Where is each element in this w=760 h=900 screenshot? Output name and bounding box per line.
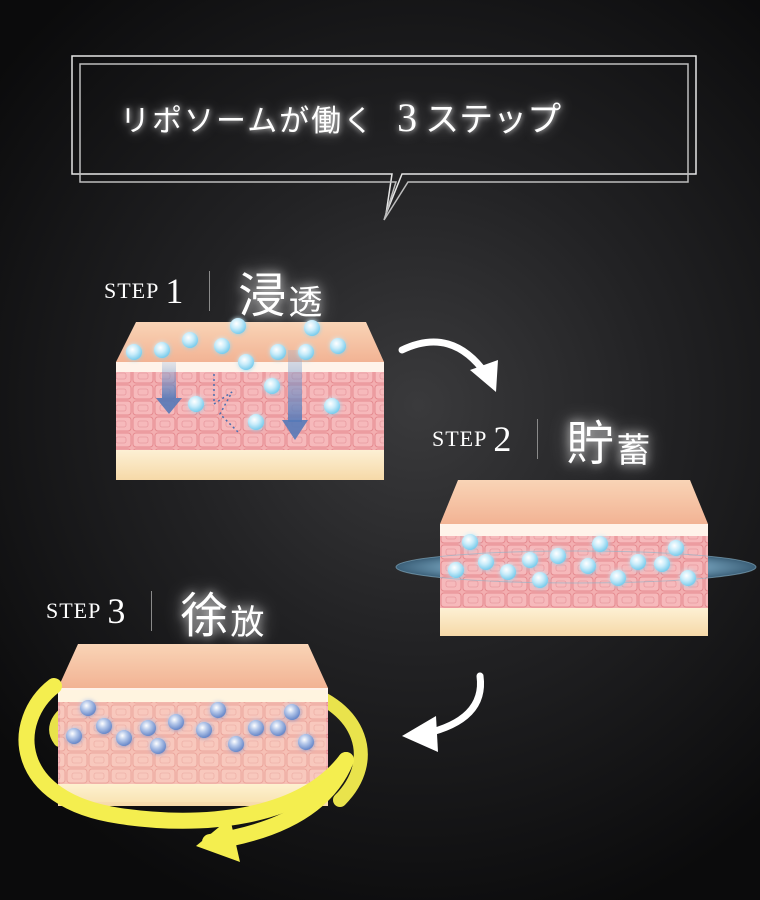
step3-kanji-2: 放 [230, 602, 265, 643]
liposomes-step1 [126, 318, 346, 430]
skin-block-step1 [116, 322, 384, 480]
step1-kanji-1: 浸 [238, 268, 287, 324]
liposomes-step2 [448, 534, 696, 588]
step2-number: 2 [493, 419, 512, 459]
step2-label: STEP 2 貯 蓄 [432, 404, 650, 474]
liposomes-step3 [66, 700, 314, 754]
step2-kanji-1: 貯 [566, 416, 615, 472]
step3-word: STEP [46, 598, 102, 623]
title-frame [71, 55, 697, 221]
step3-number: 3 [107, 591, 126, 631]
arrow-step2-to-step3 [402, 672, 485, 752]
title-number: 3 [397, 95, 418, 140]
step3-kanji-1: 徐 [180, 588, 229, 644]
step1-kanji-2: 透 [288, 282, 323, 323]
step1-divider [209, 271, 211, 311]
step1-word: STEP [104, 278, 160, 303]
step1-number: 1 [165, 271, 184, 311]
step2-word: STEP [432, 426, 488, 451]
title-main: リポソームが働く [120, 104, 376, 139]
step2-kanji-2: 蓄 [616, 430, 651, 471]
arrow-step1-to-step2 [398, 338, 498, 392]
step1-label: STEP 1 浸 透 [104, 256, 322, 326]
step3-divider [151, 591, 153, 631]
page-title: リポソームが働く 3 ステップ [120, 92, 660, 142]
title-rest: ステップ [425, 100, 562, 140]
step3-label: STEP 3 徐 放 [46, 576, 264, 646]
skin-block-step3 [18, 644, 368, 862]
step2-divider [537, 419, 539, 459]
skin-block-step2 [395, 480, 757, 636]
